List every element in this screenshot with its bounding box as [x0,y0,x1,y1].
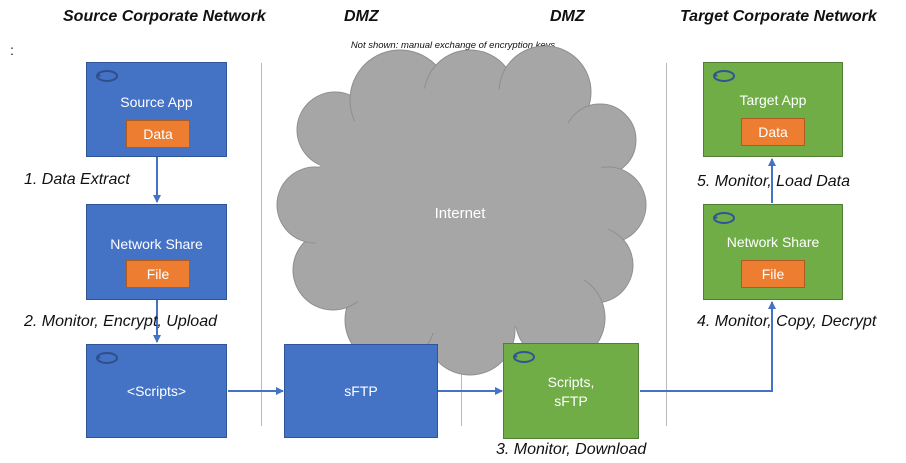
source-share-title: Network Share [110,236,203,252]
target-scripts-title-line1: Scripts, [547,374,595,390]
cloud-shape [276,45,647,376]
source-data-tag: Data [126,120,190,148]
sftp-box: sFTP [284,344,438,438]
zone-divider-1 [261,63,262,426]
arrow-target-scripts-to-share [640,301,776,392]
step-5-label: 5. Monitor, Load Data [697,173,850,190]
source-network-share-box: Network Share File [86,204,227,300]
source-app-box: Source App Data [86,62,227,157]
step-1-label: 1. Data Extract [24,171,130,188]
target-scripts-sftp-box: Scripts, sFTP [503,343,639,439]
target-app-title: Target App [739,92,807,108]
refresh-cycle-icon [713,212,735,224]
target-scripts-title-line2: sFTP [554,393,588,409]
source-scripts-box: <Scripts> [86,344,227,438]
step-2-label: 2. Monitor, Encrypt, Upload [24,313,217,330]
sftp-title: sFTP [344,383,378,399]
zone-divider-3 [666,63,667,426]
header-source-network: Source Corporate Network [63,8,266,25]
target-file-tag: File [741,260,805,288]
refresh-cycle-icon [713,70,735,82]
target-network-share-box: Network Share File [703,204,843,300]
source-file-tag: File [126,260,190,288]
refresh-cycle-icon [96,70,118,82]
refresh-cycle-icon [96,352,118,364]
target-share-title: Network Share [726,234,820,250]
source-app-title: Source App [120,94,193,110]
step-3-label: 3. Monitor, Download [496,441,647,458]
internet-label: Internet [434,205,486,222]
encryption-keys-note: Not shown: manual exchange of encryption… [350,40,556,51]
target-data-tag: Data [741,118,805,146]
header-target-network: Target Corporate Network [680,8,877,25]
target-app-box: Target App Data [703,62,843,157]
step-4-label: 4. Monitor, Copy, Decrypt [697,313,877,330]
source-scripts-title: <Scripts> [126,383,187,399]
header-dmz-right: DMZ [550,8,585,25]
refresh-cycle-icon [513,351,535,363]
stray-colon: : [10,42,14,58]
header-dmz-left: DMZ [344,8,379,25]
